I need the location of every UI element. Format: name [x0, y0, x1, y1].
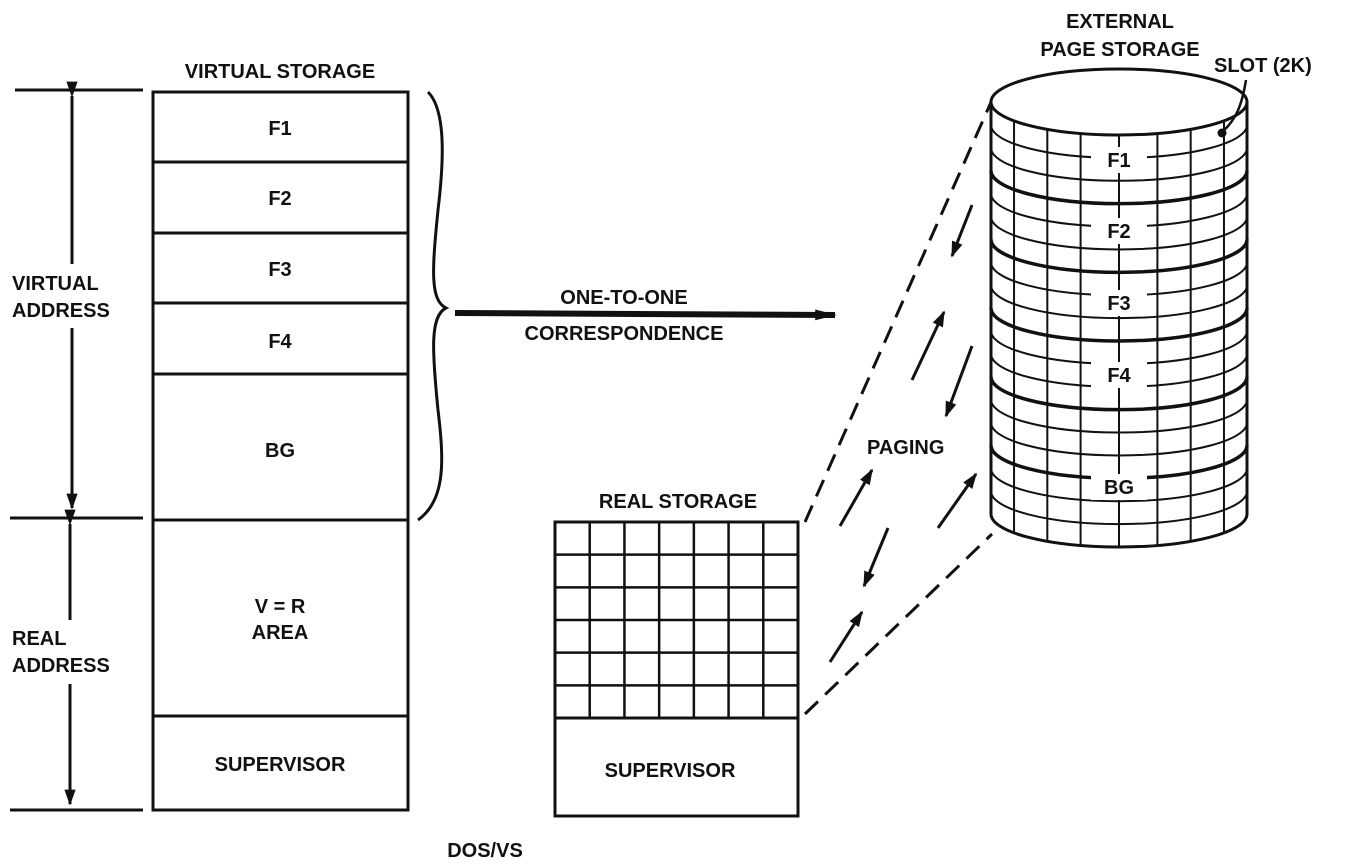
band-label-f3: F3 — [1107, 293, 1130, 315]
slot-dot — [1217, 128, 1227, 138]
vr-area-line2: AREA — [252, 622, 309, 644]
correspondence-arrow — [454, 309, 837, 321]
virtual-storage-title: VIRTUAL STORAGE — [185, 61, 375, 83]
paging-arrow-3 — [944, 345, 974, 418]
real-supervisor: SUPERVISOR — [605, 760, 736, 782]
virtual-address-line1: VIRTUAL — [12, 273, 99, 295]
slot-ring — [990, 399, 1248, 434]
slot-ring — [990, 491, 1248, 526]
projection-line-upper — [803, 99, 994, 523]
real-address-line2: ADDRESS — [12, 655, 110, 677]
paging-arrow-1 — [950, 204, 974, 258]
paging-arrows — [828, 204, 978, 663]
virtual-storage — [151, 90, 410, 812]
partition-bg: BG — [265, 440, 295, 462]
band-label-bg: BG — [1104, 477, 1134, 499]
virtual-address-line2: ADDRESS — [12, 300, 110, 322]
paging-arrow-5 — [936, 472, 978, 529]
correspondence-line1: ONE-TO-ONE — [560, 287, 687, 309]
band-label-bg — [1091, 474, 1147, 500]
partition-boundary-ring — [989, 239, 1249, 275]
projection-lines — [803, 99, 994, 716]
band-label-bg — [1091, 147, 1147, 173]
band-label-bg — [1091, 218, 1147, 244]
projection-line-lower — [803, 532, 994, 716]
partition-brace — [417, 90, 450, 522]
correspondence-line2: CORRESPONDENCE — [525, 323, 724, 345]
band-label-bg — [1091, 290, 1147, 316]
real-storage-title: REAL STORAGE — [599, 491, 757, 513]
slot-ring — [990, 147, 1248, 182]
vr-area-line1: V = R — [255, 596, 306, 618]
paging-arrow-6 — [862, 527, 890, 588]
band-label-f1: F1 — [1107, 150, 1130, 172]
partition-f4: F4 — [268, 331, 292, 353]
paging-label: PAGING — [867, 437, 944, 459]
band-label-f4: F4 — [1107, 365, 1131, 387]
virtual-address-label-bg — [8, 264, 136, 328]
cylinder-top — [989, 67, 1249, 137]
paging-arrow-2 — [910, 310, 946, 381]
slot-leader-line — [1221, 79, 1248, 133]
virtual-supervisor: SUPERVISOR — [215, 754, 346, 776]
external-title-line1: EXTERNAL — [1066, 11, 1174, 33]
slot-ring — [990, 285, 1248, 320]
real-storage-box — [553, 520, 800, 818]
external-title-line2: PAGE STORAGE — [1040, 39, 1199, 61]
slot-ring — [990, 468, 1248, 503]
slot-label: SLOT (2K) — [1214, 55, 1312, 77]
slot-ring — [990, 216, 1248, 251]
partition-f2: F2 — [268, 188, 291, 210]
paging-arrow-7 — [828, 610, 864, 663]
band-label-f2: F2 — [1107, 221, 1130, 243]
address-range-markers — [10, 81, 143, 812]
partition-boundary-ring — [989, 376, 1249, 412]
slot-ring — [990, 422, 1248, 457]
real-storage-frames — [555, 522, 798, 718]
partition-f1: F1 — [268, 118, 291, 140]
band-label-bg — [1091, 362, 1147, 388]
real-address-line1: REAL — [12, 628, 66, 650]
caption: DOS/VS — [447, 840, 523, 862]
partition-boundary-ring — [989, 307, 1249, 343]
paging-arrow-4 — [838, 468, 874, 527]
partition-f3: F3 — [268, 259, 291, 281]
partition-boundary-ring — [989, 170, 1249, 206]
virtual-storage-box — [151, 90, 410, 812]
real-address-label-bg — [8, 620, 136, 684]
